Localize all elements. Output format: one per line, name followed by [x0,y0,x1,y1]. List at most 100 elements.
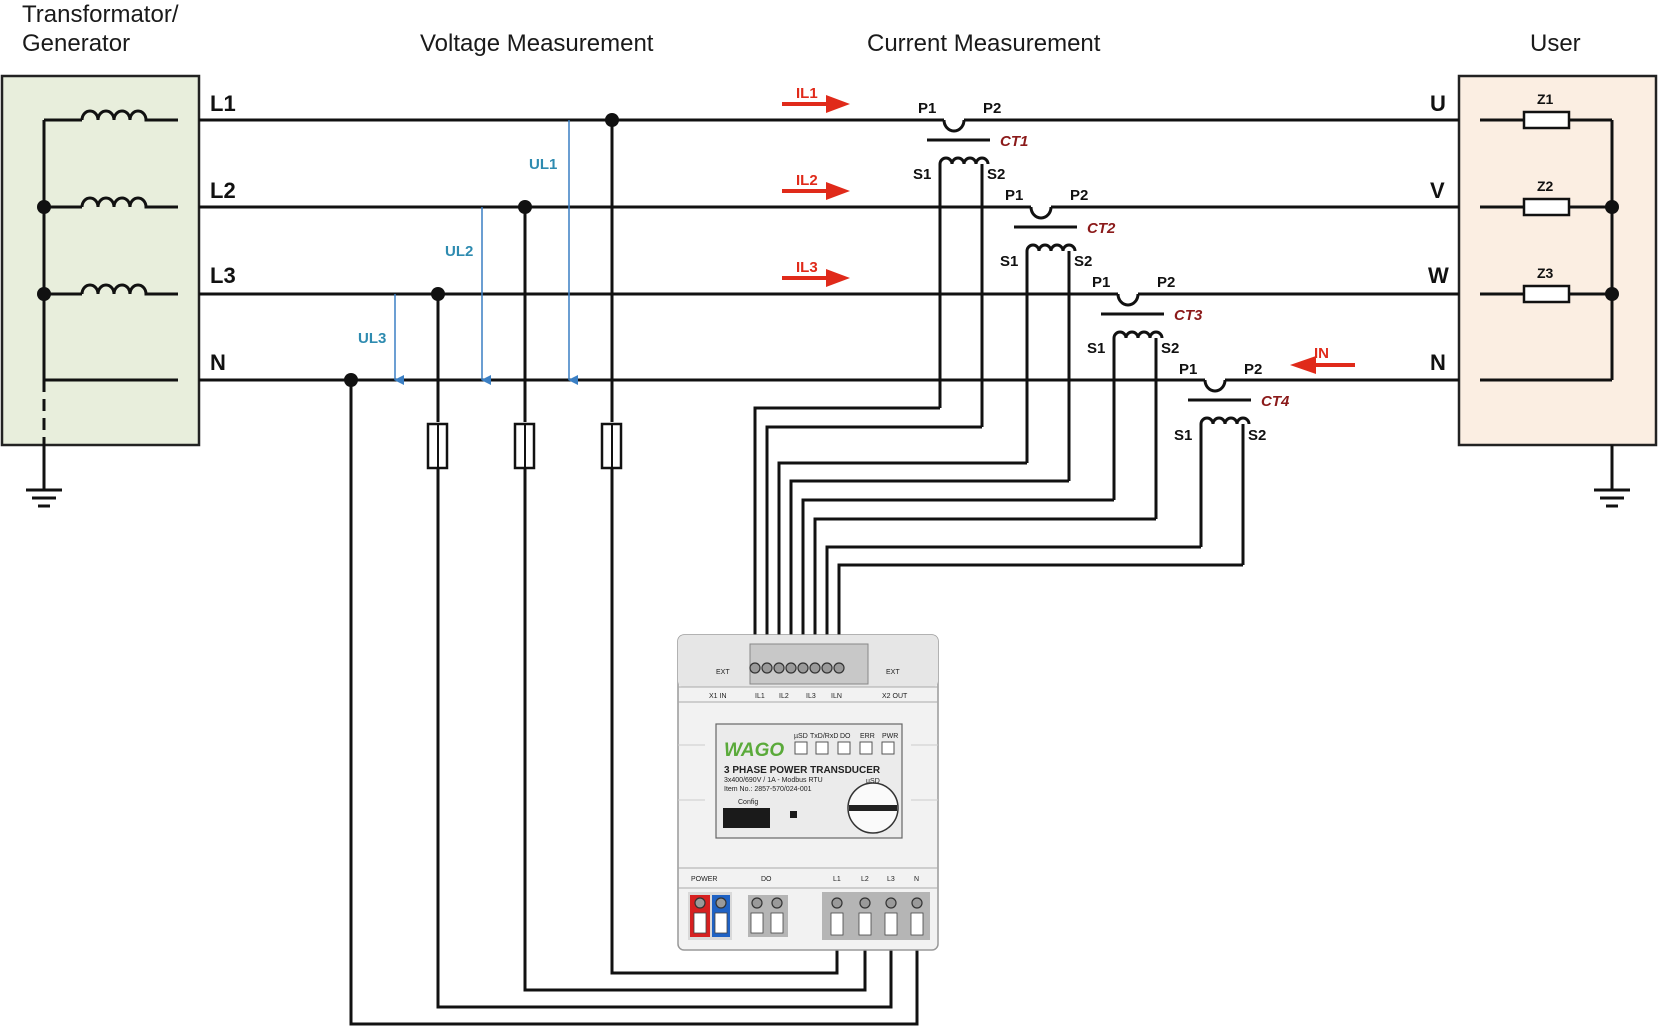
x1-in-label: X1 IN [709,693,727,700]
load-label-z2: Z2 [1537,178,1554,194]
ct4-label: CT4 [1261,393,1290,410]
terminal-slot [750,912,764,934]
ct1-p2: P2 [983,100,1001,117]
ext-right-label: EXT [886,669,900,676]
wago-logo: WAGO [724,740,784,761]
conductor-l2 [199,205,1459,220]
voltage-arrows [394,120,578,385]
usd-dial-label: µSD [866,778,880,785]
voltage-heading: Voltage Measurement [420,30,654,57]
ct4-p1: P1 [1179,361,1197,378]
conductor-n [199,378,1459,393]
ct1-s2: S2 [987,166,1005,183]
current-heading: Current Measurement [867,30,1101,57]
current-input-screw [785,662,797,674]
terminal-slot [910,912,924,936]
led-label-usd: µSD [794,733,808,740]
power-label: POWER [691,876,717,883]
ct4-p2: P2 [1244,361,1262,378]
config-label: Config [738,799,758,806]
current-input-screw [821,662,833,674]
voltage-label-ul1: UL1 [529,156,557,173]
led-label-txdrxd: TxD/RxD [810,733,838,740]
voltage-input-screw [885,897,897,909]
ct3-label: CT3 [1174,307,1203,324]
current-input-screw [773,662,785,674]
ct2-s1: S1 [1000,253,1018,270]
line-label-n: N [210,350,226,375]
conductor-l1 [199,118,1459,133]
led-label-do: DO [840,733,851,740]
source-heading-line1: Transformator/ [22,1,179,28]
voltage-input-screw [831,897,843,909]
power-do-screw [751,897,763,909]
voltage-input-label-l1: L1 [833,876,841,883]
load-label-z3: Z3 [1537,265,1554,281]
terminal-slot [830,912,844,936]
ext-left-label: EXT [716,669,730,676]
voltage-input-label-l2: L2 [861,876,869,883]
voltage-input-label-n: N [914,876,919,883]
ct2-p2: P2 [1070,187,1088,204]
terminal-slot [693,912,707,934]
ct3-s2: S2 [1161,340,1179,357]
voltage-input-label-l3: L3 [887,876,895,883]
terminal-slot [858,912,872,936]
user-box [1457,74,1658,447]
ct2-s2: S2 [1074,253,1092,270]
current-transformer-ct4 [1188,398,1251,565]
current-arrows [782,95,1355,374]
config-port[interactable] [723,808,770,828]
voltage-input-screw [911,897,923,909]
terminal-label-w: W [1428,263,1449,288]
device-title: 3 PHASE POWER TRANSDUCER [724,765,881,776]
terminal-slot [884,912,898,936]
load-z3 [1522,284,1571,304]
ct3-p2: P2 [1157,274,1175,291]
load-label-z1: Z1 [1537,91,1554,107]
led-label-err: ERR [860,733,875,740]
load-z1 [1522,110,1571,130]
power-do-screw [694,897,706,909]
current-input-screw [761,662,773,674]
source-ground-icon [26,445,62,508]
config-button[interactable] [790,811,797,818]
current-input-screw [833,662,845,674]
current-terminal-block [749,643,869,685]
terminal-label-v: V [1430,178,1445,203]
x2-out-label: X2 OUT [882,693,908,700]
device-terminals [693,662,924,936]
current-transformer-ct1 [927,138,990,427]
user-heading: User [1530,30,1581,57]
voltage-taps [344,113,919,1026]
ct1-s1: S1 [913,166,931,183]
user-ground-icon [1594,445,1630,508]
input-label-il2: IL2 [779,693,789,700]
terminal-label-n: N [1430,350,1446,375]
input-label-il3: IL3 [806,693,816,700]
usd-dial-icon[interactable] [847,782,899,834]
conductor-l3 [199,292,1459,307]
ct-secondary-wiring [753,406,1243,668]
user-loads [1480,110,1619,382]
ct1-p1: P1 [918,100,936,117]
ct3-p1: P1 [1092,274,1110,291]
voltage-label-ul3: UL3 [358,330,386,347]
ct1-label: CT1 [1000,133,1028,150]
line-label-l3: L3 [210,263,236,288]
load-z2 [1522,197,1571,217]
line-label-l2: L2 [210,178,236,203]
voltage-label-ul2: UL2 [445,243,473,260]
status-leds [794,741,895,755]
current-input-screw [797,662,809,674]
current-label-il3: IL3 [796,259,818,276]
current-transformer-ct3 [1101,312,1164,519]
input-label-il1: IL1 [755,693,765,700]
current-label-il1: IL1 [796,85,818,102]
terminal-label-u: U [1430,91,1446,116]
ct4-s1: S1 [1174,427,1192,444]
ct2-label: CT2 [1087,220,1116,237]
current-transformer-ct2 [1014,225,1077,481]
